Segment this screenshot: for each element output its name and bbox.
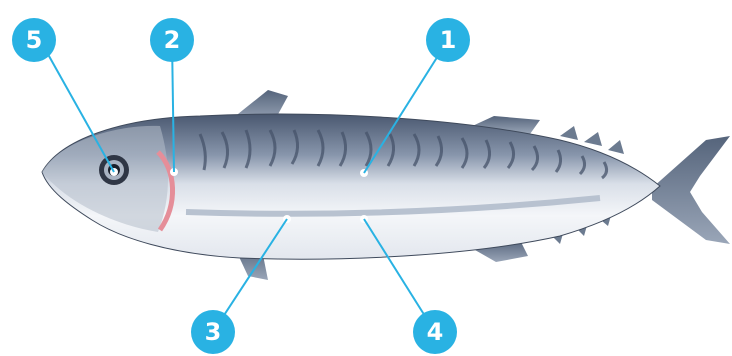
marker-4: 4 <box>413 310 457 354</box>
marker-5: 5 <box>12 18 56 62</box>
marker-2: 2 <box>150 18 194 62</box>
tail-fin <box>652 136 730 244</box>
marker-3: 3 <box>191 310 235 354</box>
marker-1: 1 <box>426 18 470 62</box>
